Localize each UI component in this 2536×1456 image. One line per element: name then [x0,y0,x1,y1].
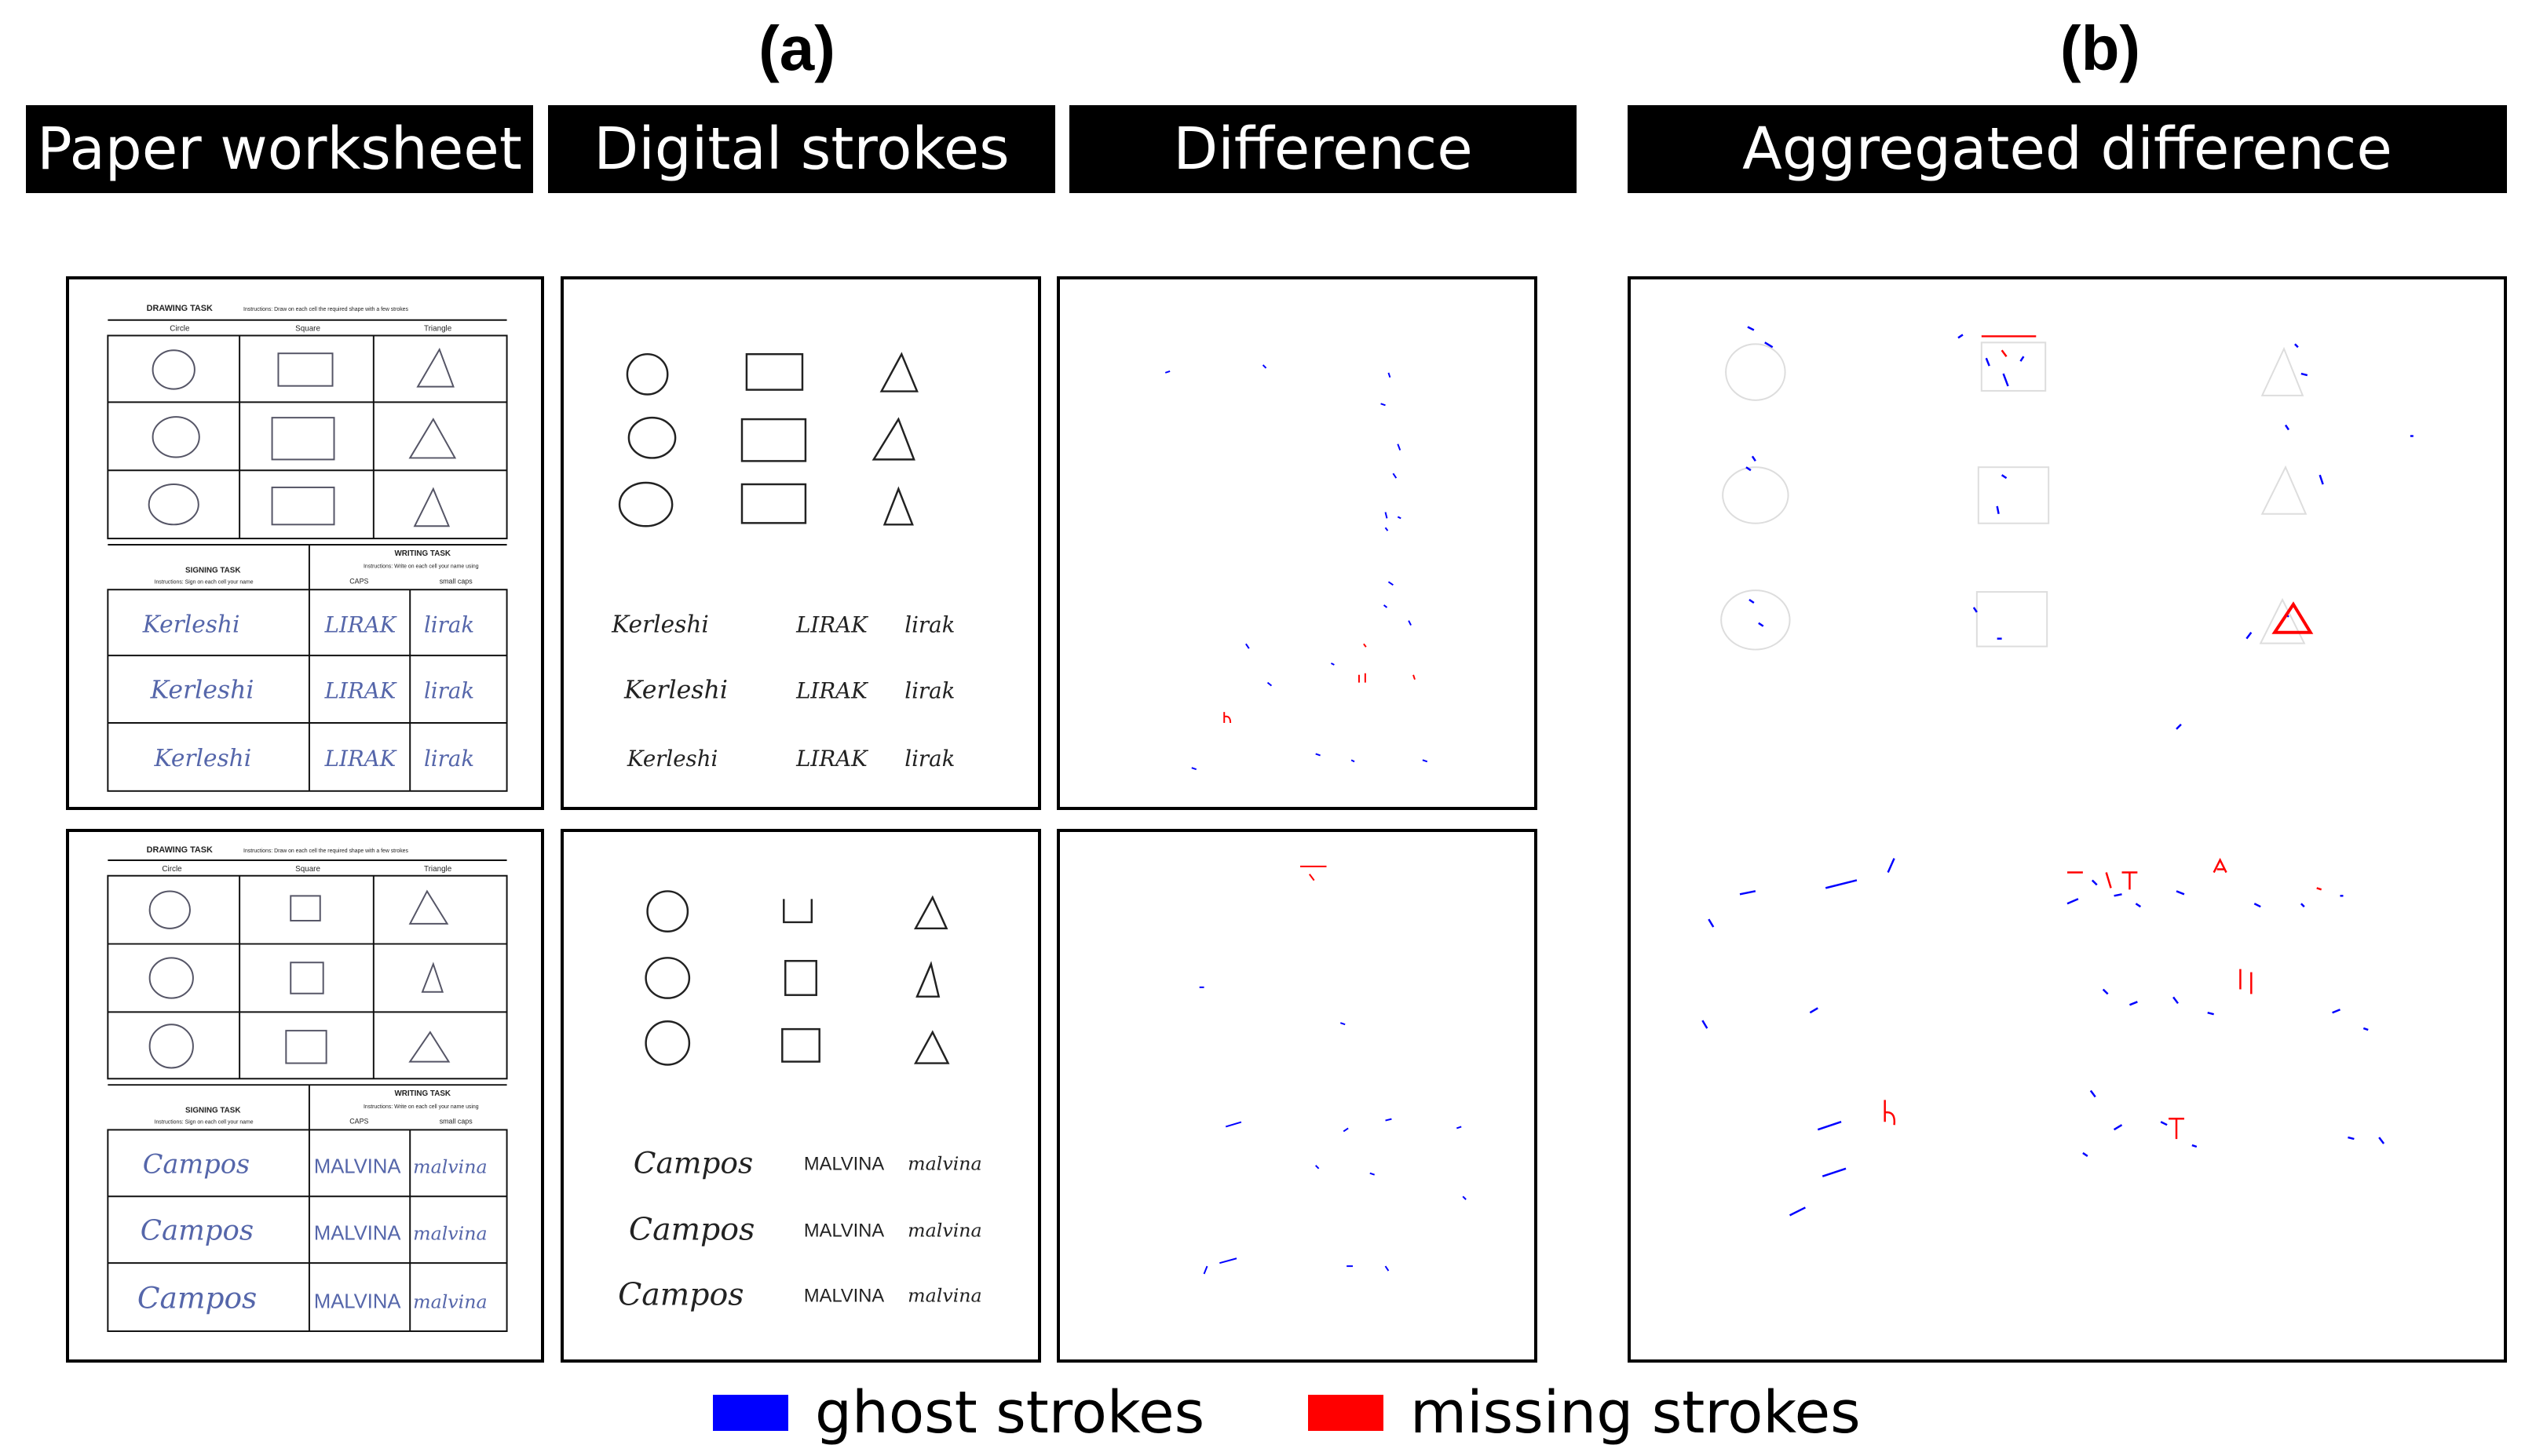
signing-task-title-2: SIGNING TASK [185,1107,241,1115]
caps-row-3: LIRAK [324,746,397,772]
digital2-caps-row-1: MALVINA [804,1155,884,1175]
legend-ghost-swatch [713,1395,788,1431]
signing-task-instructions-2: Instructions: Sign on each cell your nam… [155,1120,254,1126]
digital-signature-row-2: Kerleshi [623,676,728,704]
small-caps-header-2: small caps [440,1118,473,1126]
digital-strokes-drawing-1: Kerleshi Kerleshi Kerleshi LIRAK LIRAK L… [611,352,955,772]
digital-caps-row-3: LIRAK [795,746,868,772]
drawing-task-instructions: Instructions: Draw on each cell the requ… [243,307,408,312]
legend-missing-swatch [1308,1395,1383,1431]
header-difference: Difference [1069,105,1577,193]
paper-worksheet-1: DRAWING TASK Instructions: Draw on each … [66,276,544,810]
legend-missing-label: missing strokes [1410,1379,1861,1447]
shape-header-square-2: Square [295,865,320,874]
difference-strokes-2 [1199,865,1467,1275]
panel-label-b: (b) [2059,13,2141,83]
drawing-task-instructions-2: Instructions: Draw on each cell the requ… [243,848,408,854]
small2-row-2: malvina [413,1223,487,1245]
caps-header: CAPS [349,577,368,585]
digital-caps-row-1: LIRAK [795,611,868,637]
writing-task-instructions: Instructions: Write on each cell your na… [364,564,479,570]
legend-ghost: ghost strokes [713,1378,1204,1448]
signing-task-title: SIGNING TASK [185,567,241,575]
small2-row-1: malvina [413,1156,487,1178]
shape-header-square: Square [295,325,320,334]
header-aggregated-difference: Aggregated difference [1628,105,2507,193]
small-row-2: lirak [424,677,474,703]
caps2-row-1: MALVINA [314,1156,402,1178]
difference-2 [1057,829,1537,1363]
legend-missing: missing strokes [1308,1378,1861,1448]
small-caps-header: small caps [440,577,473,585]
digital-signature-row-3: Kerleshi [627,746,718,772]
shape-header-circle: Circle [170,325,190,334]
aggregated-difference-panel [1628,276,2507,1363]
caps-row-1: LIRAK [324,611,397,637]
difference-1 [1057,276,1537,810]
digital2-signature-row-1: Campos [634,1146,753,1180]
digital-caps-row-2: LIRAK [795,677,868,703]
digital-small-row-3: lirak [904,746,955,772]
digital-strokes-2: Campos Campos Campos MALVINA MALVINA MAL… [561,829,1041,1363]
digital2-signature-row-2: Campos [629,1212,755,1248]
aggregated-difference-strokes [1701,326,2414,1217]
writing-task-instructions-2: Instructions: Write on each cell your na… [364,1104,479,1110]
caps2-row-2: MALVINA [314,1223,402,1245]
drawing-task-title: DRAWING TASK [147,304,213,313]
digital2-caps-row-2: MALVINA [804,1221,884,1242]
signing-task-instructions: Instructions: Sign on each cell your nam… [155,579,254,585]
small-row-1: lirak [424,611,474,637]
header-paper-worksheet: Paper worksheet [26,105,533,193]
caps2-row-3: MALVINA [314,1290,402,1312]
digital-strokes-drawing-2: Campos Campos Campos MALVINA MALVINA MAL… [618,890,982,1312]
digital2-small-row-3: malvina [908,1285,981,1307]
signature-row-1: Kerleshi [142,611,240,637]
caps-header-2: CAPS [349,1118,368,1126]
writing-task-title-2: WRITING TASK [394,1089,451,1098]
shape-header-circle-2: Circle [162,865,182,874]
small2-row-3: malvina [413,1290,487,1312]
writing-task-title: WRITING TASK [394,549,451,558]
header-digital-strokes: Digital strokes [548,105,1055,193]
signature2-row-1: Campos [143,1149,250,1180]
paper-worksheet-2: DRAWING TASK Instructions: Draw on each … [66,829,544,1363]
shape-header-triangle-2: Triangle [424,865,452,874]
signature2-row-3: Campos [137,1280,257,1315]
digital2-small-row-1: malvina [908,1153,981,1175]
digital2-caps-row-3: MALVINA [804,1286,884,1307]
drawing-task-title-2: DRAWING TASK [147,845,213,855]
digital2-small-row-2: malvina [908,1220,981,1242]
digital-strokes-1: Kerleshi Kerleshi Kerleshi LIRAK LIRAK L… [561,276,1041,810]
digital-signature-row-1: Kerleshi [611,611,709,637]
signature-row-3: Kerleshi [154,745,252,772]
worksheet-scan-1: DRAWING TASK Instructions: Draw on each … [107,304,508,792]
difference-strokes-1 [1164,364,1428,771]
panel-label-a: (a) [758,13,835,83]
signature-row-2: Kerleshi [150,676,254,704]
signature2-row-2: Campos [141,1215,254,1247]
digital-small-row-1: lirak [904,611,955,637]
shape-header-triangle: Triangle [424,325,452,334]
legend-ghost-label: ghost strokes [815,1379,1205,1447]
digital2-signature-row-3: Campos [618,1276,744,1312]
small-row-3: lirak [424,746,474,772]
digital-small-row-2: lirak [904,677,955,703]
worksheet-scan-2: DRAWING TASK Instructions: Draw on each … [107,845,508,1332]
caps-row-2: LIRAK [324,677,397,703]
